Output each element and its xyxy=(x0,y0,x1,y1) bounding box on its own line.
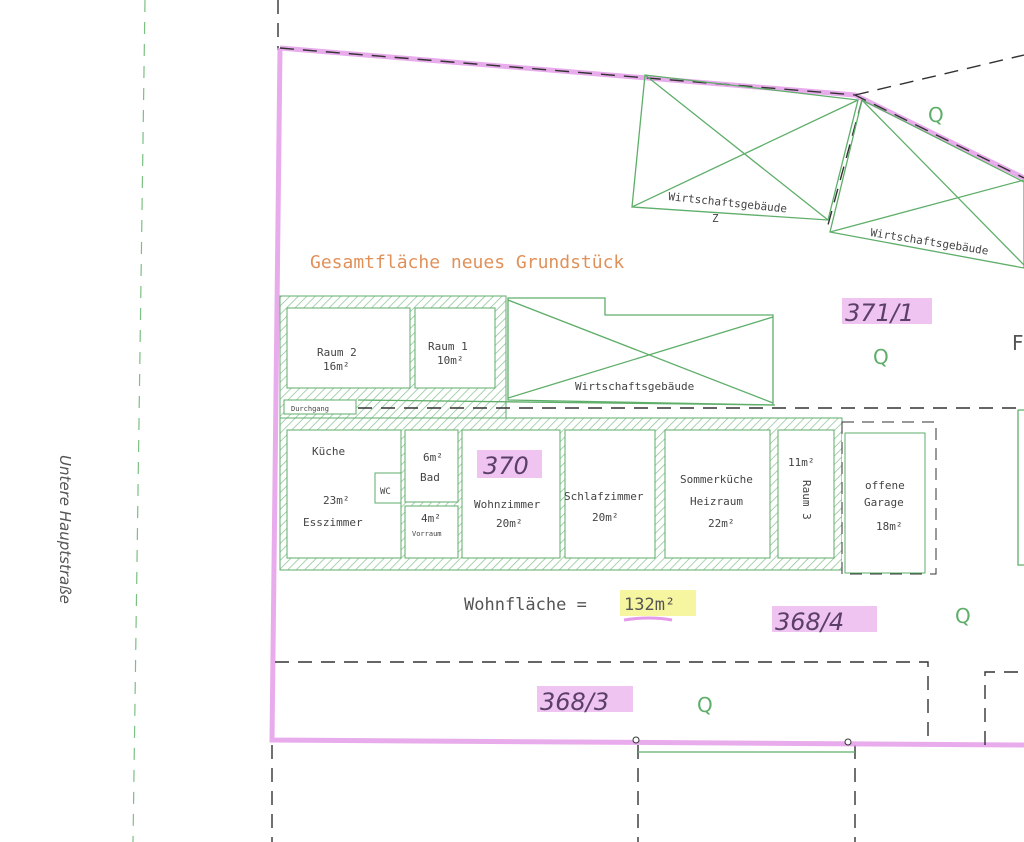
room-area: 10m² xyxy=(437,354,464,367)
room-label: Küche xyxy=(312,445,345,458)
room-label: Garage xyxy=(864,496,904,509)
room-schlafzimmer xyxy=(564,429,656,559)
room-area: 23m² xyxy=(323,494,350,507)
q-marker: Q xyxy=(928,103,944,127)
room-raum2 xyxy=(286,307,411,389)
room-label: Wohnzimmer xyxy=(474,498,541,511)
parcel-371-1: 371/1 xyxy=(845,299,914,327)
outbuilding-1 xyxy=(631,74,859,221)
parcel-highlight xyxy=(772,606,877,632)
q-marker: Q xyxy=(697,693,713,717)
room-garage xyxy=(841,421,937,575)
boundary-point xyxy=(844,738,852,746)
room-label: Schlafzimmer xyxy=(564,490,644,503)
room-vorraum xyxy=(404,505,459,559)
room-area: 4m² xyxy=(421,512,441,525)
parcel-370: 370 xyxy=(483,452,529,480)
property-boundary-dashed xyxy=(279,47,1024,179)
room-area: 16m² xyxy=(323,360,350,373)
total-area-label: Gesamtfläche neues Grundstück xyxy=(310,252,624,273)
room-raum1 xyxy=(414,307,496,389)
room-wohnzimmer xyxy=(461,429,561,559)
parcel-368-4: 368/4 xyxy=(775,608,844,636)
room-area: 18m² xyxy=(876,520,903,533)
parcel-highlight xyxy=(537,686,633,712)
neighbor-boundary xyxy=(984,671,1024,745)
parcel-368-3: 368/3 xyxy=(540,688,609,716)
room-sommerkueche xyxy=(664,429,771,559)
q-marker: Q xyxy=(955,604,971,628)
room-area: 20m² xyxy=(592,511,619,524)
street-name: Untere Hauptstraße xyxy=(56,455,74,604)
street-edge-line xyxy=(132,0,146,842)
room-label: Raum 2 xyxy=(317,346,357,359)
room-label: Bad xyxy=(420,471,440,484)
living-area-highlight xyxy=(620,590,696,616)
room-label: Raum 1 xyxy=(428,340,468,353)
outbuilding-2 xyxy=(829,99,1024,269)
garage-inner xyxy=(844,432,926,574)
underline-mark xyxy=(623,616,673,622)
room-durchgang xyxy=(283,399,357,415)
room-label: Sommerküche xyxy=(680,473,753,486)
q-marker: Q xyxy=(873,345,889,369)
outbuilding-2-label: Wirtschaftsgebäude xyxy=(870,226,990,257)
boundary-point xyxy=(632,736,640,744)
room-area: 20m² xyxy=(496,517,523,530)
living-area-value: 132m² xyxy=(624,595,675,615)
wall-line xyxy=(357,399,776,406)
room-label: Esszimmer xyxy=(303,516,363,529)
room-area: 22m² xyxy=(708,517,735,530)
outbuilding-note: Z xyxy=(712,212,719,225)
parcel-highlight xyxy=(477,450,542,478)
room-area: 6m² xyxy=(423,451,443,464)
outbuilding-3-label: Wirtschaftsgebäude xyxy=(575,380,694,393)
outbuilding-3 xyxy=(507,297,774,406)
neighbor-building xyxy=(1017,409,1024,566)
living-area-label: Wohnfläche = xyxy=(464,595,587,615)
room-label: offene xyxy=(865,479,905,492)
room-label: Heizraum xyxy=(690,495,743,508)
room-label: Durchgang xyxy=(291,405,329,413)
room-wc xyxy=(374,472,402,504)
room-label: Vorraum xyxy=(412,530,442,538)
room-bad xyxy=(404,429,459,503)
room-label: Raum 3 xyxy=(800,480,813,520)
room-raum3 xyxy=(777,429,835,559)
room-label: WC xyxy=(380,487,391,497)
parcel-368-3-boundary xyxy=(275,661,929,745)
outbuilding-1-label: Wirtschaftsgebäude xyxy=(668,190,788,215)
edge-letter: F xyxy=(1012,331,1024,355)
room-area: 11m² xyxy=(788,456,815,469)
parcel-highlight xyxy=(842,298,932,324)
